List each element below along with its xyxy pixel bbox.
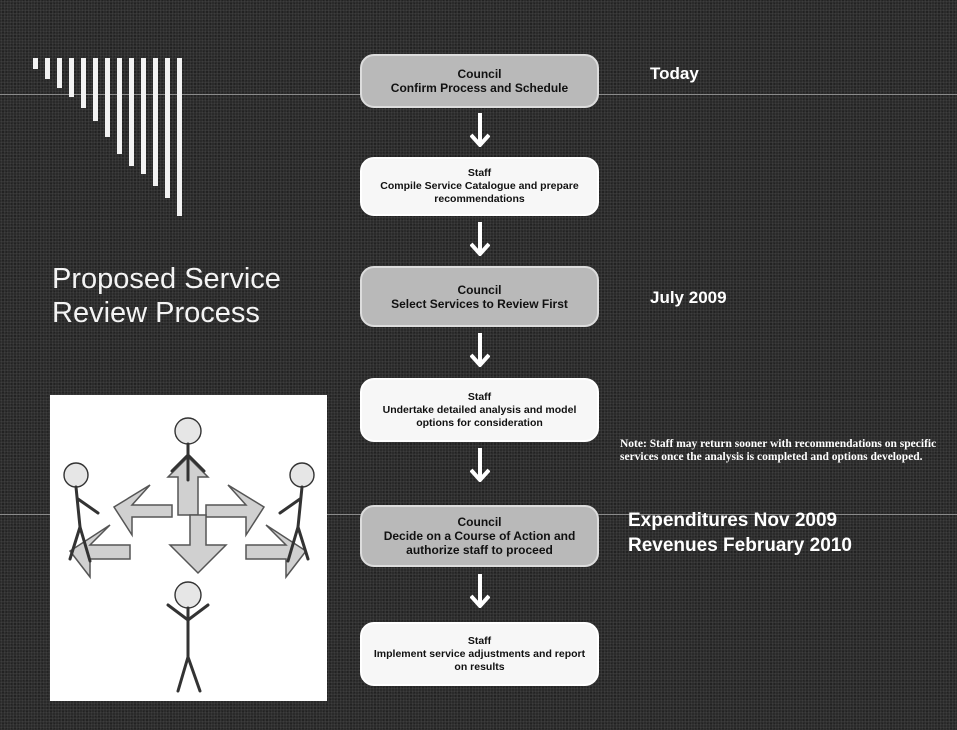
step-2-box: Staff Compile Service Catalogue and prep… bbox=[360, 157, 599, 216]
step-1-role: Council bbox=[457, 67, 502, 81]
step-4-role: Staff bbox=[467, 390, 492, 403]
step-5-box: Council Decide on a Course of Action and… bbox=[360, 505, 599, 567]
timeline-expenditures: Expenditures Nov 2009 bbox=[628, 510, 838, 531]
staff-note: Note: Staff may return sooner with recom… bbox=[620, 438, 937, 463]
timeline-july-2009: July 2009 bbox=[650, 288, 727, 307]
slide-title: Proposed Service Review Process bbox=[52, 263, 281, 329]
down-arrow-icon bbox=[470, 222, 490, 256]
step-5-text: Decide on a Course of Action and authori… bbox=[383, 529, 576, 557]
step-2-role: Staff bbox=[467, 167, 492, 179]
down-arrow-icon bbox=[470, 448, 490, 482]
step-5-role: Council bbox=[457, 515, 502, 529]
down-arrow-icon bbox=[470, 113, 490, 147]
step-4-box: Staff Undertake detailed analysis and mo… bbox=[360, 378, 599, 442]
step-2-text: Compile Service Catalogue and prepare re… bbox=[380, 180, 579, 205]
step-6-role: Staff bbox=[467, 634, 492, 647]
step-3-text: Select Services to Review First bbox=[391, 296, 568, 311]
step-3-role: Council bbox=[457, 282, 502, 297]
timeline-today: Today bbox=[650, 64, 699, 83]
step-1-box: Council Confirm Process and Schedule bbox=[360, 54, 599, 108]
step-3-box: Council Select Services to Review First bbox=[360, 266, 599, 327]
down-arrow-icon bbox=[470, 333, 490, 367]
timeline-revenues: Revenues February 2010 bbox=[628, 535, 852, 556]
step-1-text: Confirm Process and Schedule bbox=[390, 81, 569, 95]
down-arrow-icon bbox=[470, 574, 490, 608]
step-6-box: Staff Implement service adjustments and … bbox=[360, 622, 599, 686]
step-6-text: Implement service adjustments and report… bbox=[373, 647, 586, 673]
step-4-text: Undertake detailed analysis and model op… bbox=[382, 403, 577, 429]
people-puzzle-arrows-illustration bbox=[50, 395, 327, 701]
